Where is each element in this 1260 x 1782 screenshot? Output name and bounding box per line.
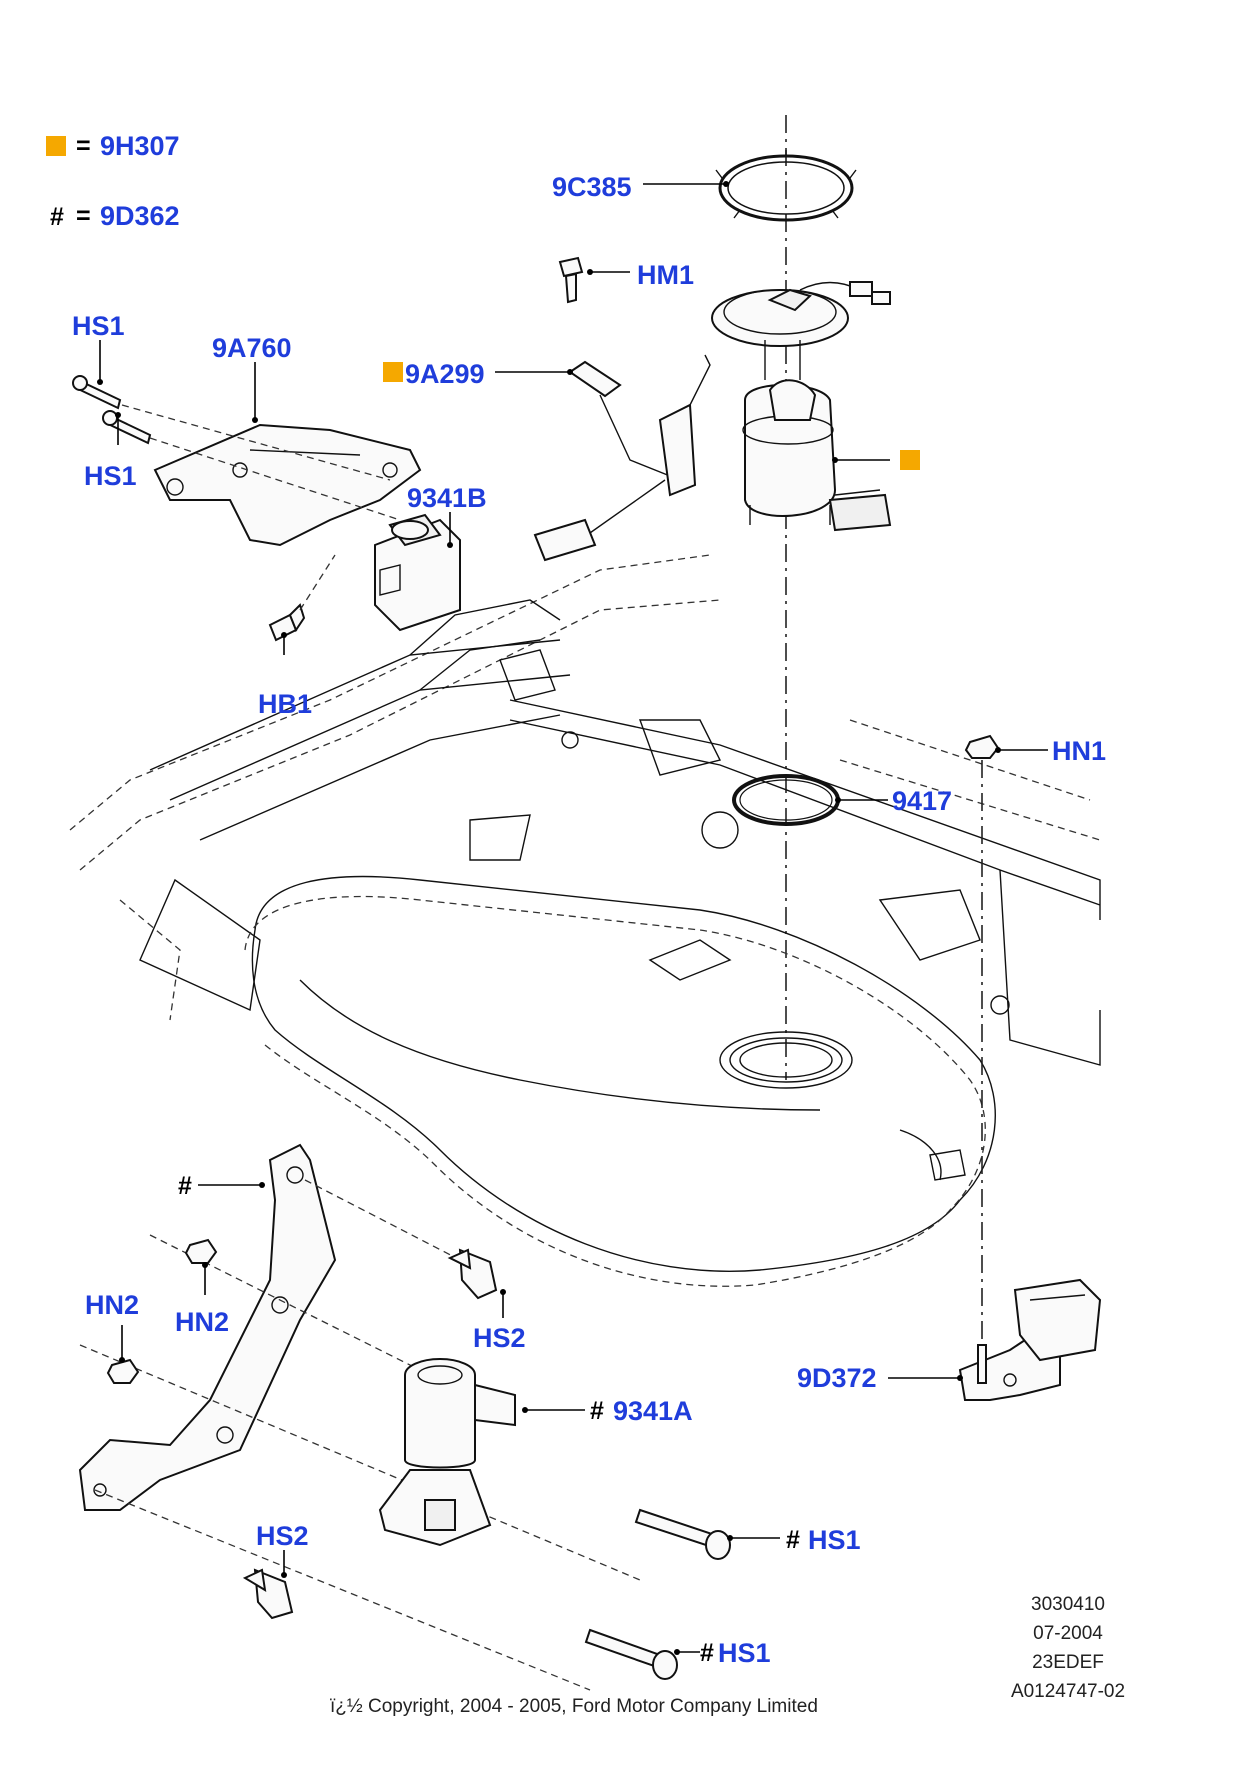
label-HS1-left: HS1 — [84, 461, 137, 491]
label-HS2-a: HS2 — [473, 1323, 526, 1353]
bolts-HS1-top-left — [72, 375, 401, 521]
legend-hash-code: 9D362 — [100, 201, 180, 231]
label-HS1-bot: HS1 — [718, 1638, 771, 1668]
footer-date: 07-2004 — [1033, 1623, 1103, 1644]
bolts-HS2 — [242, 1248, 498, 1620]
label-9A299: 9A299 — [405, 359, 485, 389]
label-HS2-b: HS2 — [256, 1521, 309, 1551]
fuel-pump-module — [711, 281, 892, 532]
bolt-HB1 — [268, 554, 336, 642]
label-HN2-b: HN2 — [175, 1307, 229, 1337]
chassis-frame — [69, 554, 1101, 1066]
legend-square-marker — [46, 136, 66, 156]
label-9341B: 9341B — [407, 483, 487, 513]
label-9341A-hash: # — [590, 1397, 604, 1425]
label-HS1-bot-hash: # — [700, 1639, 714, 1667]
footer-copyright: ï¿½ Copyright, 2004 - 2005, Ford Motor C… — [330, 1696, 818, 1717]
nuts-HN2 — [106, 1238, 218, 1384]
footer-code: 23EDEF — [1032, 1652, 1104, 1673]
fuel-tank — [244, 875, 996, 1287]
label-9A760: 9A760 — [212, 333, 292, 363]
screw-HM1 — [558, 256, 584, 304]
label-9A299-square-marker — [383, 362, 403, 382]
bracket-9A760 — [153, 423, 422, 547]
leader-lines — [97, 181, 1048, 1655]
legend-square-code: 9H307 — [100, 131, 180, 161]
module-9341B — [374, 513, 461, 632]
fuel-level-sender-9A299 — [533, 354, 711, 562]
label-9D372: 9D372 — [797, 1363, 877, 1393]
label-HS1-mid: HS1 — [808, 1525, 861, 1555]
bolts-HS1-bottom — [584, 1508, 731, 1680]
legend-hash-symbol: # — [50, 203, 64, 231]
footer-ref-number: 3030410 — [1031, 1594, 1105, 1615]
retaining-ring-9C385 — [715, 150, 857, 222]
label-hash-bracket: # — [178, 1172, 192, 1200]
label-HN1: HN1 — [1052, 736, 1106, 766]
label-HM1: HM1 — [637, 260, 694, 290]
label-HN2-a: HN2 — [85, 1290, 139, 1320]
label-9C385: 9C385 — [552, 172, 632, 202]
legend-hash-equals: = — [76, 202, 91, 230]
label-9417: 9417 — [892, 786, 952, 816]
label-HS1-top: HS1 — [72, 311, 125, 341]
bracket-9D362-lower — [78, 1143, 641, 1691]
label-9341A: 9341A — [613, 1396, 693, 1426]
nut-HN1 — [964, 734, 1000, 1360]
bracket-9D372 — [958, 1278, 1102, 1401]
pump-module-square-marker — [900, 450, 920, 470]
module-9341A — [378, 1358, 516, 1547]
label-HS1-mid-hash: # — [786, 1526, 800, 1554]
label-HB1: HB1 — [258, 689, 312, 719]
legend-square-equals: = — [76, 132, 91, 160]
footer-illustration-id: A0124747-02 — [1011, 1681, 1125, 1702]
